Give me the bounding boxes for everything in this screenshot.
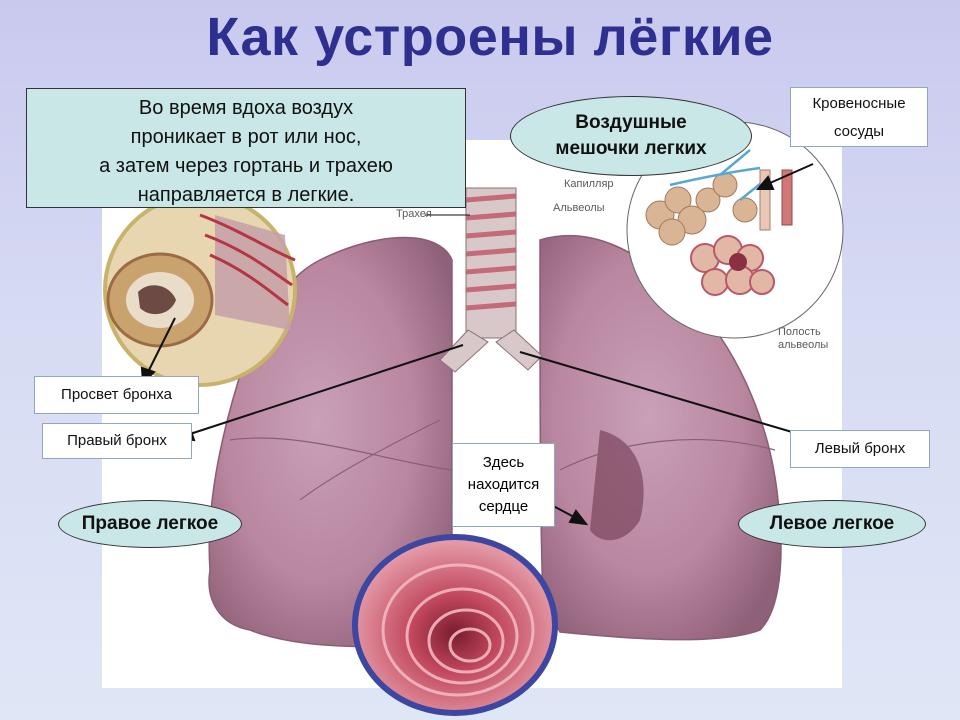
alveoli-inset	[626, 121, 844, 339]
intro-line: а затем через гортань и трахею	[99, 155, 393, 177]
air-sacs-line-1: Воздушные	[575, 112, 687, 133]
heart-line-3: сердце	[478, 498, 529, 515]
left-bronchus-label: Левый бронх	[790, 430, 930, 468]
capillary-label: Капилляр	[564, 178, 614, 190]
blood-vessels-line-1: Кровеносные	[812, 95, 906, 112]
trachea-fragment-label: Трахея	[396, 208, 432, 220]
bronchus-ring	[352, 534, 558, 716]
heart-notch	[590, 430, 644, 541]
alveolus-cavity-label-1: Полость	[778, 326, 821, 338]
heart-line-2: находится	[467, 476, 540, 493]
heart-line-1: Здесь	[482, 454, 525, 471]
right-bronchus-label: Правый бронх	[42, 423, 192, 459]
left-lung-label: Левое легкое	[738, 500, 926, 548]
air-sacs-line-2: мешочки легких	[555, 138, 707, 159]
heart-label: Здесь находится сердце	[452, 443, 555, 527]
blood-vessels-label: Кровеносные сосуды	[790, 87, 928, 147]
bronchus-lumen-label: Просвет бронха	[34, 376, 199, 414]
bronchus-inset	[103, 193, 297, 387]
alveolus-cavity-label-2: альвеолы	[778, 339, 829, 351]
page-title: Как устроены лёгкие	[206, 7, 774, 67]
intro-textbox: Во время вдоха воздух проникает в рот ил…	[26, 88, 466, 208]
intro-line: Во время вдоха воздух	[138, 97, 354, 119]
blood-vessels-line-2: сосуды	[833, 123, 885, 140]
right-lung-label: Правое легкое	[58, 500, 242, 548]
alveoli-label: Альвеолы	[553, 202, 605, 214]
trachea	[439, 187, 543, 373]
intro-line: направляется в легкие.	[137, 184, 355, 206]
air-sacs-callout: Воздушные мешочки легких	[510, 96, 752, 176]
intro-line: проникает в рот или нос,	[130, 126, 362, 148]
